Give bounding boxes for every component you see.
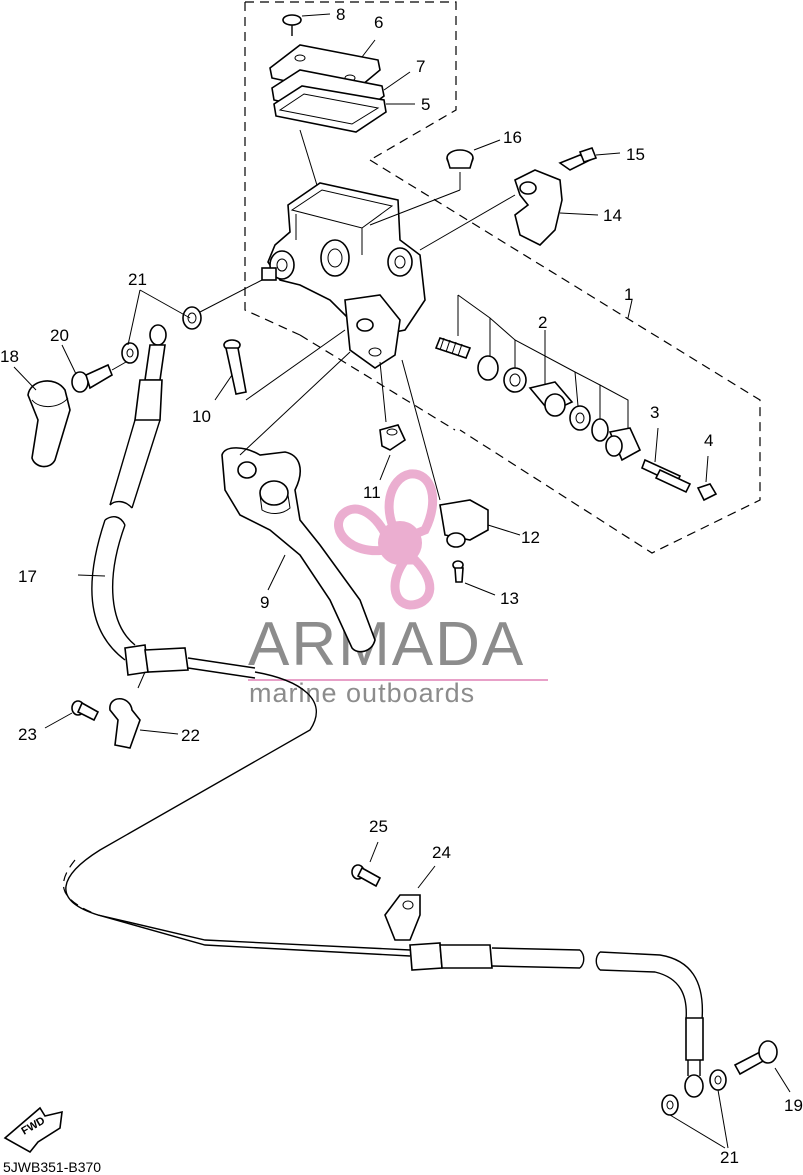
armada-watermark: ARMADA marine outboards <box>248 469 548 708</box>
master-cylinder-boundary-lower <box>299 334 456 431</box>
rubber-cap <box>446 139 501 190</box>
upper-washer-a <box>182 306 202 330</box>
clamp-bolt <box>44 700 100 729</box>
pivot-collar <box>379 424 407 481</box>
lower-washer-b <box>709 1069 727 1091</box>
callout-24: 24 <box>432 843 451 862</box>
upper-washer-b <box>121 342 139 364</box>
callout-17: 17 <box>18 567 37 586</box>
callout-18: 18 <box>0 347 19 366</box>
piston-spring <box>434 337 472 359</box>
diagram-code: 5JWB351-B370 <box>3 1159 101 1175</box>
push-rod <box>640 427 692 494</box>
bracket-bolt <box>351 841 382 888</box>
callout-11: 11 <box>363 483 381 502</box>
secondary-cup <box>569 405 591 431</box>
lock-nut <box>696 455 718 502</box>
switch-screw <box>452 560 496 596</box>
callout-5: 5 <box>421 95 430 114</box>
reservoir-boundary-left <box>244 2 301 336</box>
callout-20: 20 <box>50 326 69 345</box>
callout-labels: 1 2 3 4 5 6 7 8 9 10 11 12 13 14 15 16 1… <box>0 5 803 1167</box>
watermark-tagline: marine outboards <box>249 678 475 708</box>
cable-route <box>65 671 411 957</box>
holder-bolt <box>558 147 621 171</box>
callout-6: 6 <box>374 13 383 32</box>
master-cylinder-body <box>261 182 426 369</box>
reservoir-diaphragm <box>273 85 415 133</box>
boot-cover <box>27 380 71 468</box>
callout-7: 7 <box>416 57 425 76</box>
callout-19: 19 <box>784 1096 803 1115</box>
callout-25: 25 <box>369 817 388 836</box>
clutch-hose-lower <box>409 942 704 1098</box>
callout-14: 14 <box>603 206 622 225</box>
callout-10: 10 <box>192 407 211 426</box>
propeller-logo <box>334 469 438 610</box>
clutch-switch <box>439 499 521 548</box>
callout-23: 23 <box>18 725 37 744</box>
clutch-lever <box>221 447 376 653</box>
master-cylinder-boundary <box>369 159 761 554</box>
forward-direction-marker: FWD <box>3 1106 63 1154</box>
clutch-hose-upper <box>91 324 256 679</box>
reservoir-boundary <box>245 1 457 161</box>
callout-13: 13 <box>500 589 519 608</box>
reservoir-cap-screw <box>282 13 331 36</box>
union-bolt <box>71 363 113 393</box>
master-cylinder-holder <box>514 169 599 246</box>
hose-bracket <box>384 865 436 941</box>
callout-16: 16 <box>503 128 522 147</box>
lower-union-bolt <box>733 1040 778 1076</box>
primary-cup <box>503 367 527 393</box>
hose-clamp <box>109 671 179 749</box>
callout-21-upper: 21 <box>128 270 147 289</box>
watermark-brand: ARMADA <box>248 610 525 679</box>
callout-2: 2 <box>538 313 547 332</box>
callout-8: 8 <box>336 5 345 24</box>
callout-21-lower: 21 <box>720 1148 739 1167</box>
circlip <box>591 418 609 442</box>
pivot-bolt <box>214 339 247 401</box>
callout-1: 1 <box>624 285 633 304</box>
lower-washer-a <box>661 1094 679 1116</box>
piston <box>528 381 574 417</box>
callout-9: 9 <box>260 593 269 612</box>
spring-seat <box>477 355 499 381</box>
callout-12: 12 <box>521 528 540 547</box>
callout-22: 22 <box>181 726 200 745</box>
callout-3: 3 <box>650 403 659 422</box>
callout-4: 4 <box>704 431 713 450</box>
callout-15: 15 <box>626 145 645 164</box>
piston-kit <box>434 294 642 462</box>
